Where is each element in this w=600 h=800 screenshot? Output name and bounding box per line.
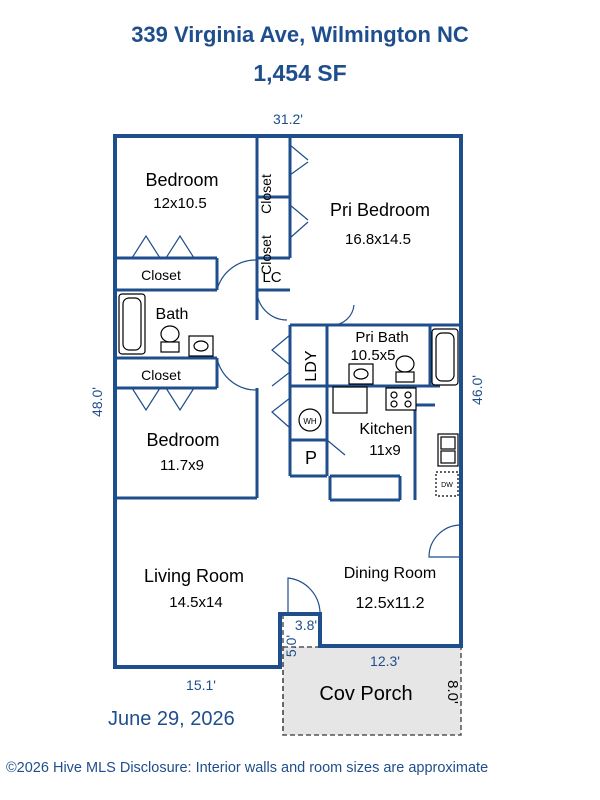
laundry-label: LDY	[303, 350, 320, 381]
covered-porch-label: Cov Porch	[319, 683, 412, 705]
pri-toilet-icon	[395, 355, 415, 373]
dimension-right: 46.0'	[469, 375, 485, 405]
kitchen-label: Kitchen	[359, 421, 412, 438]
dimension-porch-width: 12.3'	[370, 653, 400, 669]
closet-b1-label: Closet	[141, 267, 181, 283]
pri-bedroom-size: 16.8x14.5	[345, 231, 411, 248]
exterior-walls	[113, 134, 463, 669]
square-footage: 1,454 SF	[253, 60, 347, 86]
closet-b2-label: Closet	[141, 367, 181, 383]
dining-room-label: Dining Room	[344, 565, 436, 582]
bedroom1-label: Bedroom	[145, 170, 218, 190]
pri-bedroom-label: Pri Bedroom	[330, 200, 430, 220]
dishwasher-icon	[435, 471, 459, 497]
dimension-porch-notch-height: 5.0'	[283, 635, 299, 657]
dimension-porch-depth: 8.0'	[444, 680, 461, 704]
linen-closet-label: LC	[262, 269, 281, 286]
kitchen-size: 11x9	[369, 442, 400, 459]
bedroom2-size: 11.7x9	[160, 457, 204, 474]
pantry-label: P	[305, 448, 317, 468]
bath-label: Bath	[156, 306, 189, 323]
dimension-porch-notch-width: 3.8'	[295, 617, 317, 633]
dishwasher-label: DW	[441, 482, 453, 489]
closet-mid-label: Closet	[258, 235, 274, 275]
interior-walls	[115, 136, 461, 502]
fixtures	[118, 293, 459, 497]
door-swings	[131, 144, 462, 614]
closet-top-label: Closet	[258, 174, 274, 214]
pri-bath-label: Pri Bath	[355, 329, 408, 346]
dining-room-size: 12.5x11.2	[355, 595, 424, 612]
dimension-left: 48.0'	[89, 387, 105, 417]
stove-icon	[385, 387, 417, 411]
pri-bath-size: 10.5x5	[350, 347, 395, 364]
water-heater-icon	[298, 408, 322, 432]
disclaimer-footer: ©2026 Hive MLS Disclosure: Interior wall…	[6, 760, 489, 776]
refrigerator-icon	[332, 386, 368, 414]
property-address: 339 Virginia Ave, Wilmington NC	[131, 22, 469, 47]
plan-date: June 29, 2026	[108, 708, 235, 730]
bedroom1-size: 12x10.5	[153, 195, 206, 212]
dimension-top: 31.2'	[273, 111, 303, 127]
water-heater-label: WH	[303, 417, 317, 426]
toilet-icon	[160, 325, 180, 343]
bedroom2-label: Bedroom	[146, 430, 219, 450]
covered-porch-area	[282, 646, 462, 736]
dimension-bottom: 15.1'	[186, 677, 216, 693]
living-room-label: Living Room	[144, 566, 244, 586]
living-room-size: 14.5x14	[169, 594, 222, 611]
